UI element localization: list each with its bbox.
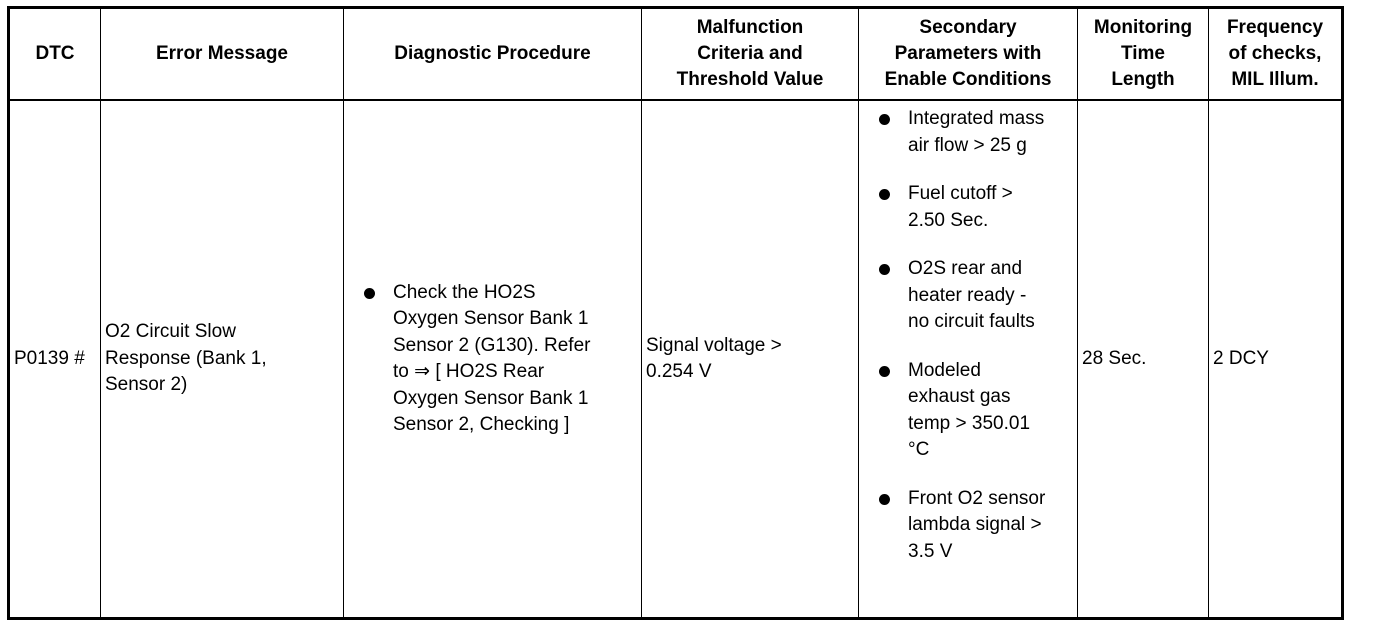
header-line: Parameters with — [894, 43, 1042, 64]
header-line: Frequency — [1226, 17, 1324, 38]
cell-line: 0.254 V — [646, 361, 712, 382]
cell-line: Sensor 2, Checking ] — [393, 414, 570, 435]
cell-line: O2 Circuit Slow — [105, 321, 236, 343]
header-line: Malfunction — [696, 17, 804, 38]
header-frequency: Frequency of checks, MIL Illum. — [1208, 7, 1343, 101]
cell-line: Fuel cutoff > — [908, 183, 1013, 204]
cell-line: lambda signal > — [908, 514, 1042, 535]
cell-line: °C — [908, 439, 930, 460]
header-monitoring-time: Monitoring Time Length — [1077, 7, 1209, 101]
table-row: P0139 # O2 Circuit Slow Response (Bank 1… — [8, 99, 1343, 619]
parameters-list-item: O2S rear and heater ready - no circuit f… — [877, 256, 1073, 336]
parameters-list-item: Modeled exhaust gas temp > 350.01 °C — [877, 358, 1073, 464]
cell-error-message: O2 Circuit Slow Response (Bank 1, Sensor… — [100, 99, 344, 619]
header-line: Criteria and — [697, 43, 803, 64]
header-dtc: DTC — [8, 7, 101, 101]
cell-line: heater ready - — [908, 284, 1027, 306]
bullet-icon — [879, 493, 890, 505]
header-line: Monitoring — [1093, 17, 1193, 38]
cell-line: Sensor 2 (G130). Refer — [393, 334, 591, 356]
header-dtc-label: DTC — [35, 43, 75, 64]
cell-monitoring-time: 28 Sec. — [1077, 99, 1209, 619]
cell-malfunction-criteria: Signal voltage > 0.254 V — [641, 99, 859, 619]
cell-line: Signal voltage > — [646, 334, 782, 356]
cell-line: Check the HO2S — [393, 281, 536, 303]
bullet-icon — [364, 287, 375, 299]
cell-secondary-parameters: Integrated mass air flow > 25 g Fuel cut… — [858, 99, 1078, 619]
procedure-list: Check the HO2S Oxygen Sensor Bank 1 Sens… — [362, 280, 635, 439]
cell-line: no circuit faults — [908, 311, 1035, 332]
cell-line: 3.5 V — [908, 540, 953, 562]
cell-line: Oxygen Sensor Bank 1 — [393, 308, 589, 329]
header-line: Secondary — [919, 17, 1017, 38]
header-line: of checks, — [1228, 43, 1322, 64]
header-line: Length — [1111, 69, 1175, 90]
header-diagnostic-procedure-label: Diagnostic Procedure — [394, 43, 591, 64]
cell-dtc-code: P0139 # — [8, 99, 101, 619]
header-line: Enable Conditions — [884, 69, 1052, 90]
parameters-list-item: Front O2 sensor lambda signal > 3.5 V — [877, 486, 1073, 566]
cell-line: exhaust gas — [908, 386, 1011, 407]
cell-line: Front O2 sensor — [908, 487, 1046, 509]
header-error-message-label: Error Message — [155, 43, 288, 64]
header-line: Threshold Value — [676, 69, 824, 90]
cell-line: temp > 350.01 — [908, 412, 1031, 434]
header-malfunction-criteria: Malfunction Criteria and Threshold Value — [641, 7, 859, 101]
header-line: MIL Illum. — [1231, 69, 1319, 90]
bullet-icon — [879, 114, 890, 125]
cell-line: Oxygen Sensor Bank 1 — [393, 387, 589, 409]
header-error-message: Error Message — [100, 7, 344, 101]
header-secondary-parameters: Secondary Parameters with Enable Conditi… — [858, 7, 1078, 101]
cell-line: Response (Bank 1, — [105, 347, 267, 369]
cell-line: to ⇒ [ HO2S Rear — [393, 361, 545, 382]
cell-line: Modeled — [908, 359, 981, 381]
procedure-list-item: Check the HO2S Oxygen Sensor Bank 1 Sens… — [362, 280, 635, 439]
parameters-list: Integrated mass air flow > 25 g Fuel cut… — [877, 106, 1073, 565]
table-header-row: DTC Error Message Diagnostic Procedure M… — [8, 7, 1343, 101]
parameters-list-item: Fuel cutoff > 2.50 Sec. — [877, 181, 1073, 234]
cell-line: 2.50 Sec. — [908, 209, 989, 231]
parameters-list-item: Integrated mass air flow > 25 g — [877, 106, 1073, 159]
cell-line: O2S rear and — [908, 258, 1023, 279]
cell-line: air flow > 25 g — [908, 134, 1027, 156]
dtc-table: DTC Error Message Diagnostic Procedure M… — [7, 6, 1344, 620]
cell-diagnostic-procedure: Check the HO2S Oxygen Sensor Bank 1 Sens… — [343, 99, 642, 619]
bullet-icon — [879, 264, 890, 275]
bullet-icon — [879, 189, 890, 200]
bullet-icon — [879, 365, 890, 377]
cell-line: Integrated mass — [908, 108, 1045, 129]
cell-frequency: 2 DCY — [1208, 99, 1343, 619]
cell-line: Sensor 2) — [105, 374, 188, 396]
header-line: Time — [1120, 43, 1165, 64]
header-diagnostic-procedure: Diagnostic Procedure — [343, 7, 642, 101]
